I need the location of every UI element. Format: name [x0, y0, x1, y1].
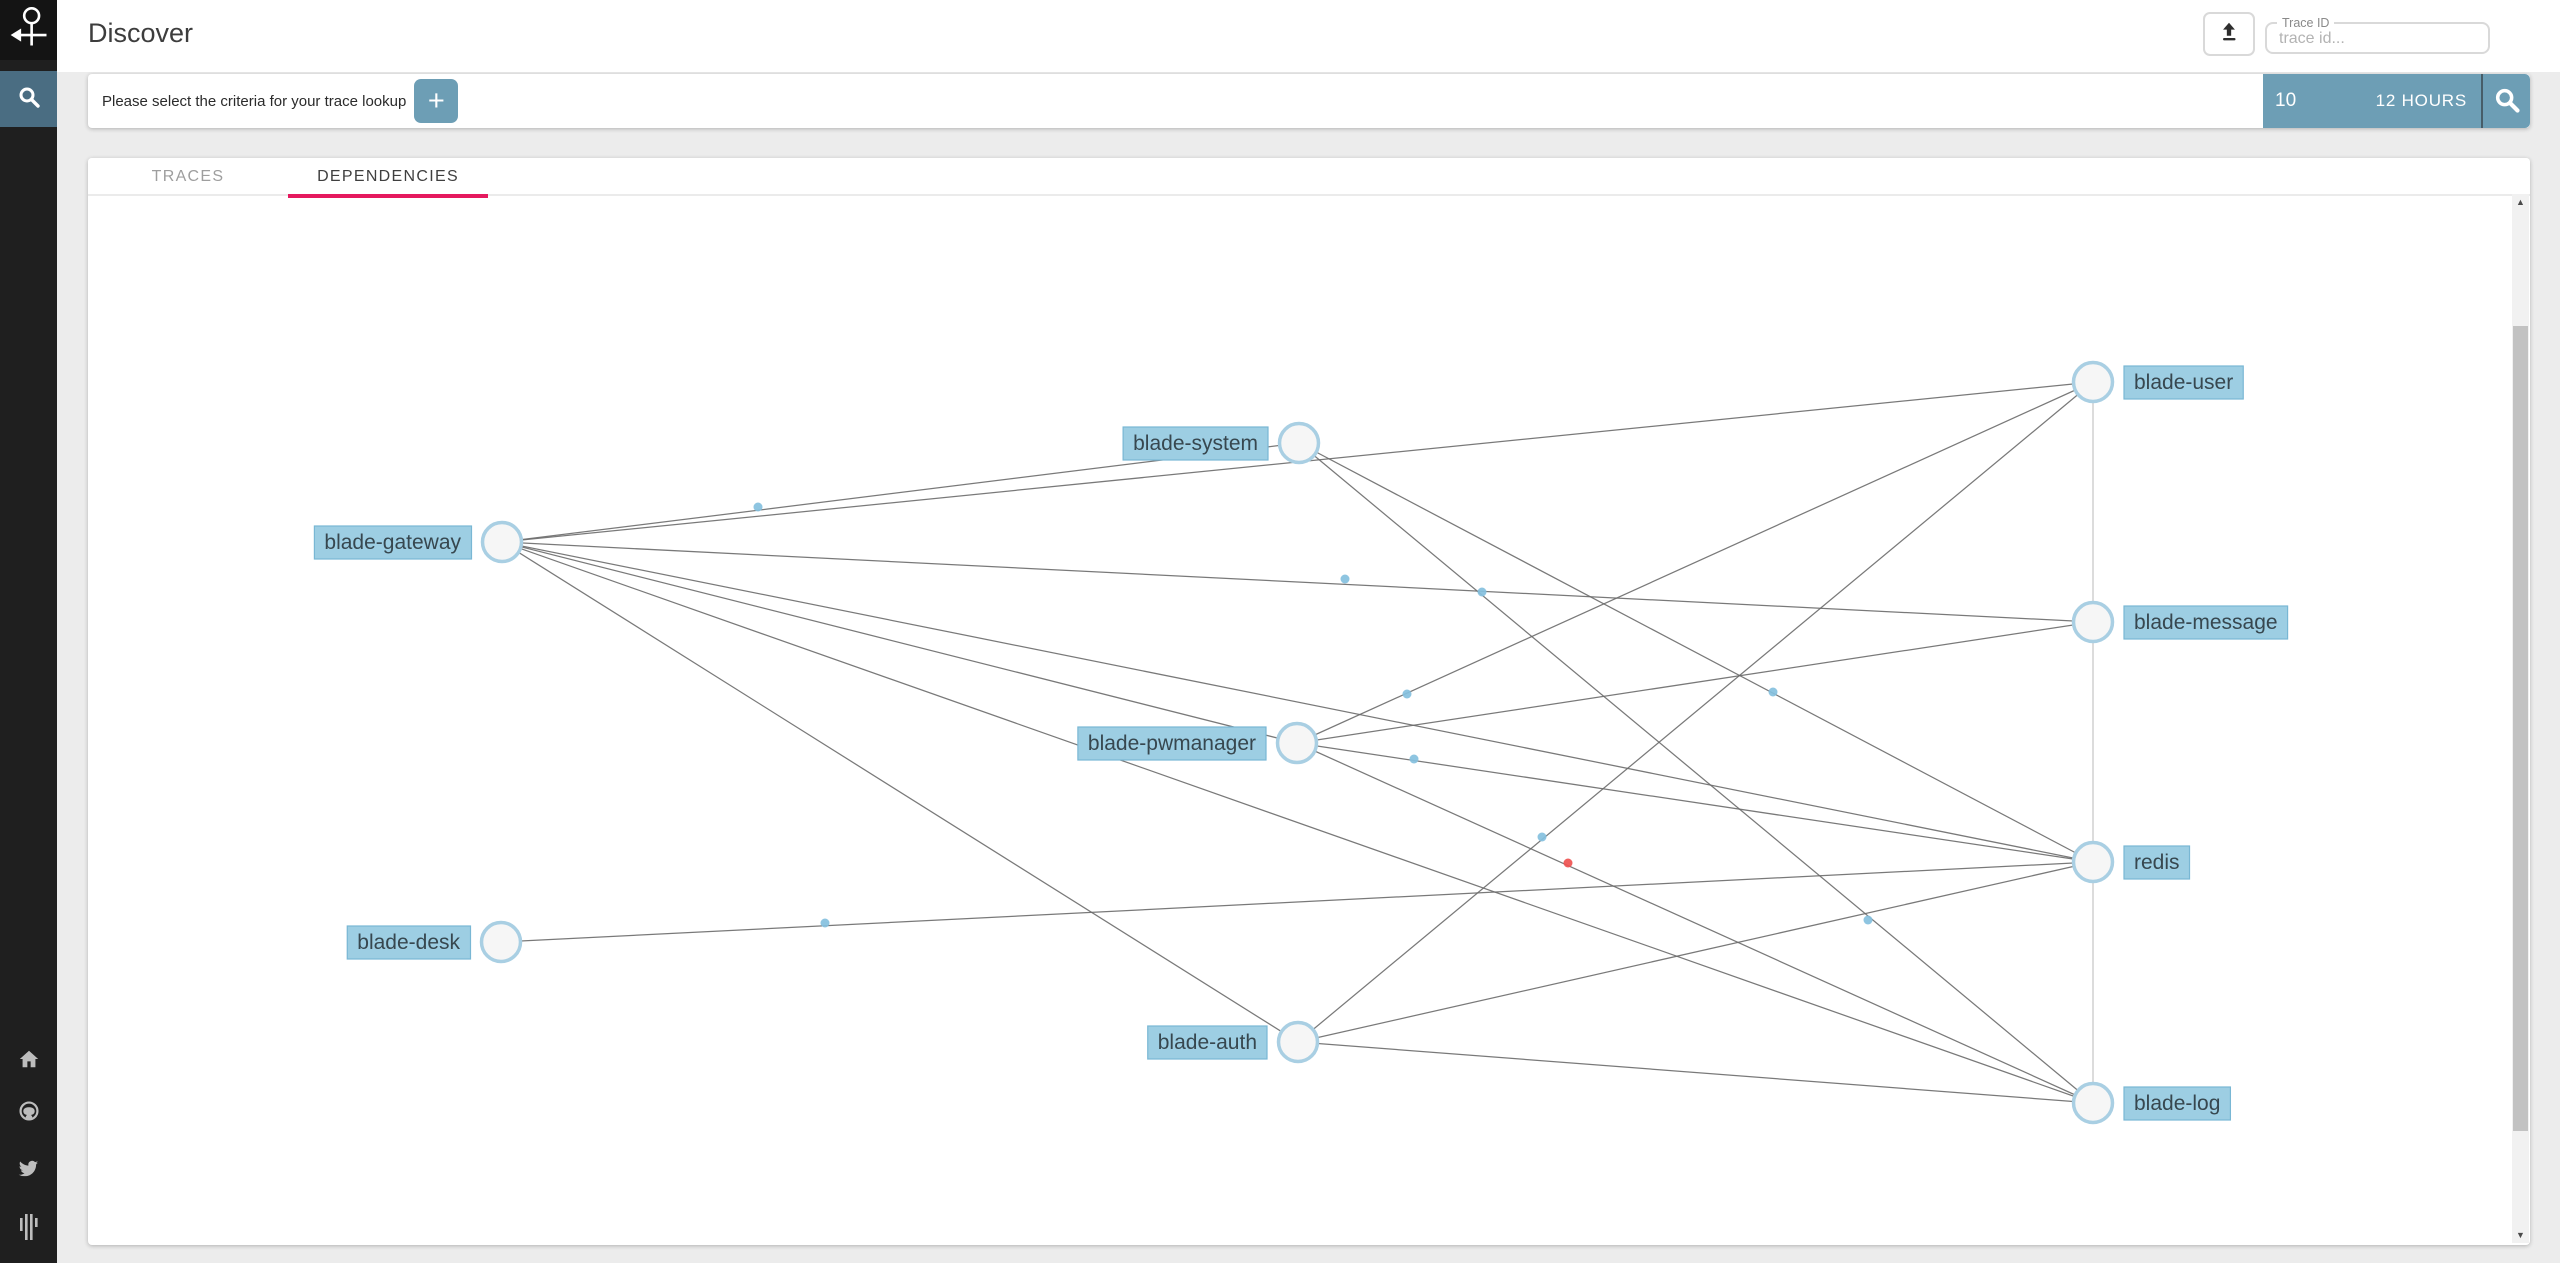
dependency-edge [501, 541, 1299, 1043]
service-node-label-bg[interactable] [2123, 1086, 2232, 1121]
scroll-up-icon[interactable]: ▲ [2516, 197, 2525, 207]
twitter-icon [17, 1157, 40, 1185]
service-node-circle[interactable] [480, 520, 524, 564]
dependency-edge [1298, 442, 2094, 863]
service-node-label[interactable]: blade-auth [1158, 1031, 1257, 1054]
dependency-edge [1297, 861, 2094, 1043]
page-title: Discover [88, 18, 194, 48]
call-particle [1477, 587, 1487, 597]
call-particle [1768, 687, 1778, 697]
service-node-label-bg[interactable] [1077, 726, 1267, 761]
service-node-label[interactable]: blade-gateway [324, 531, 461, 554]
service-node-circle[interactable] [1277, 421, 1321, 465]
sidebar-item-twitter[interactable] [0, 1156, 57, 1186]
trace-id-label: Trace ID [2282, 16, 2330, 30]
service-node-circle[interactable] [2071, 600, 2115, 644]
service-node-label[interactable]: blade-log [2134, 1092, 2220, 1115]
service-node-label[interactable]: blade-pwmanager [1088, 732, 1256, 755]
dependency-edge [1296, 742, 2094, 863]
service-node-label[interactable]: blade-system [1133, 432, 1258, 455]
upload-trace-button[interactable] [2203, 12, 2255, 56]
controls-divider [2481, 74, 2483, 128]
dependency-edge [501, 541, 2094, 863]
zipkin-logo-icon [8, 5, 50, 56]
dependency-edge [1297, 1041, 2094, 1104]
dependency-graph[interactable]: blade-gateway blade-desk blade-system blade… [88, 158, 2530, 1245]
dependency-edge [501, 541, 2094, 1104]
vertical-scrollbar: ▲ ▼ [2512, 194, 2529, 1243]
service-node-label-bg[interactable] [346, 925, 472, 960]
service-node-circle[interactable] [2071, 840, 2115, 884]
tab-dependencies[interactable]: DEPENDENCIES [288, 158, 488, 198]
sidebar-item-github[interactable] [0, 1098, 57, 1128]
trace-lookup-bar: Please select the criteria for your trac… [88, 74, 2530, 128]
upload-icon [2216, 19, 2242, 50]
dependency-edge [501, 541, 2094, 623]
search-button[interactable] [2483, 74, 2530, 128]
scroll-down-icon[interactable]: ▼ [2516, 1230, 2525, 1240]
dependency-edge [1298, 442, 2094, 1104]
call-particle [820, 918, 830, 928]
zipkin-logo[interactable] [0, 0, 57, 60]
home-icon [18, 1048, 40, 1075]
topbar: Discover Trace ID [57, 0, 2560, 72]
result-tabs: TRACES DEPENDENCIES [88, 158, 2530, 198]
call-particle [1537, 832, 1547, 842]
dependency-edge [1296, 742, 2094, 1104]
search-icon [17, 85, 41, 114]
lookup-controls: 10 12 HOURS [2263, 74, 2530, 128]
sidebar-item-search[interactable] [0, 71, 57, 127]
dependency-edge [1296, 621, 2094, 744]
service-node-label[interactable]: blade-user [2134, 371, 2233, 394]
service-node-label-bg[interactable] [2123, 605, 2289, 640]
service-node-circle[interactable] [2071, 1081, 2115, 1125]
sidebar [0, 0, 57, 1263]
tab-traces[interactable]: TRACES [151, 168, 225, 185]
service-node-label-bg[interactable] [1147, 1025, 1268, 1060]
call-particle [1863, 915, 1873, 925]
service-node-label-bg[interactable] [2123, 845, 2191, 880]
trace-id-field: Trace ID [2265, 16, 2490, 54]
service-node-label[interactable]: redis [2134, 851, 2180, 874]
magnifier-icon [2493, 86, 2521, 117]
call-particle [1340, 574, 1350, 584]
criteria-hint-text: Please select the criteria for your trac… [102, 92, 407, 110]
service-node-label-bg[interactable] [313, 525, 473, 560]
service-node-circle[interactable] [479, 920, 523, 964]
limit-input[interactable]: 10 [2275, 90, 2297, 111]
results-panel: TRACES DEPENDENCIES blade-gateway blade-d… [88, 158, 2530, 1245]
plus-icon: + [427, 85, 445, 117]
github-icon [18, 1100, 40, 1127]
call-particle [1409, 754, 1419, 764]
service-node-label[interactable]: blade-desk [357, 931, 460, 954]
lookback-select[interactable]: 12 HOURS [2375, 91, 2467, 110]
service-node-label-bg[interactable] [1122, 426, 1269, 461]
call-particle [1402, 689, 1412, 699]
service-node-label[interactable]: blade-message [2134, 611, 2278, 634]
call-particle [753, 502, 763, 512]
service-node-circle[interactable] [2071, 360, 2115, 404]
service-node-circle[interactable] [1275, 721, 1319, 765]
trace-id-input[interactable] [2279, 30, 2469, 48]
error-call-particle [1563, 858, 1573, 868]
sidebar-item-gitter[interactable] [0, 1213, 57, 1245]
dependency-edge [501, 541, 1298, 744]
service-node-label-bg[interactable] [2123, 365, 2244, 400]
dependency-edge [500, 861, 2094, 943]
dependency-edge [1296, 381, 2094, 744]
service-node-circle[interactable] [1276, 1020, 1320, 1064]
sidebar-item-home[interactable] [0, 1046, 57, 1076]
scrollbar-thumb[interactable] [2513, 326, 2528, 1131]
add-criteria-button[interactable]: + [414, 79, 459, 123]
gitter-icon [19, 1213, 39, 1245]
dependency-edge [1297, 381, 2094, 1043]
